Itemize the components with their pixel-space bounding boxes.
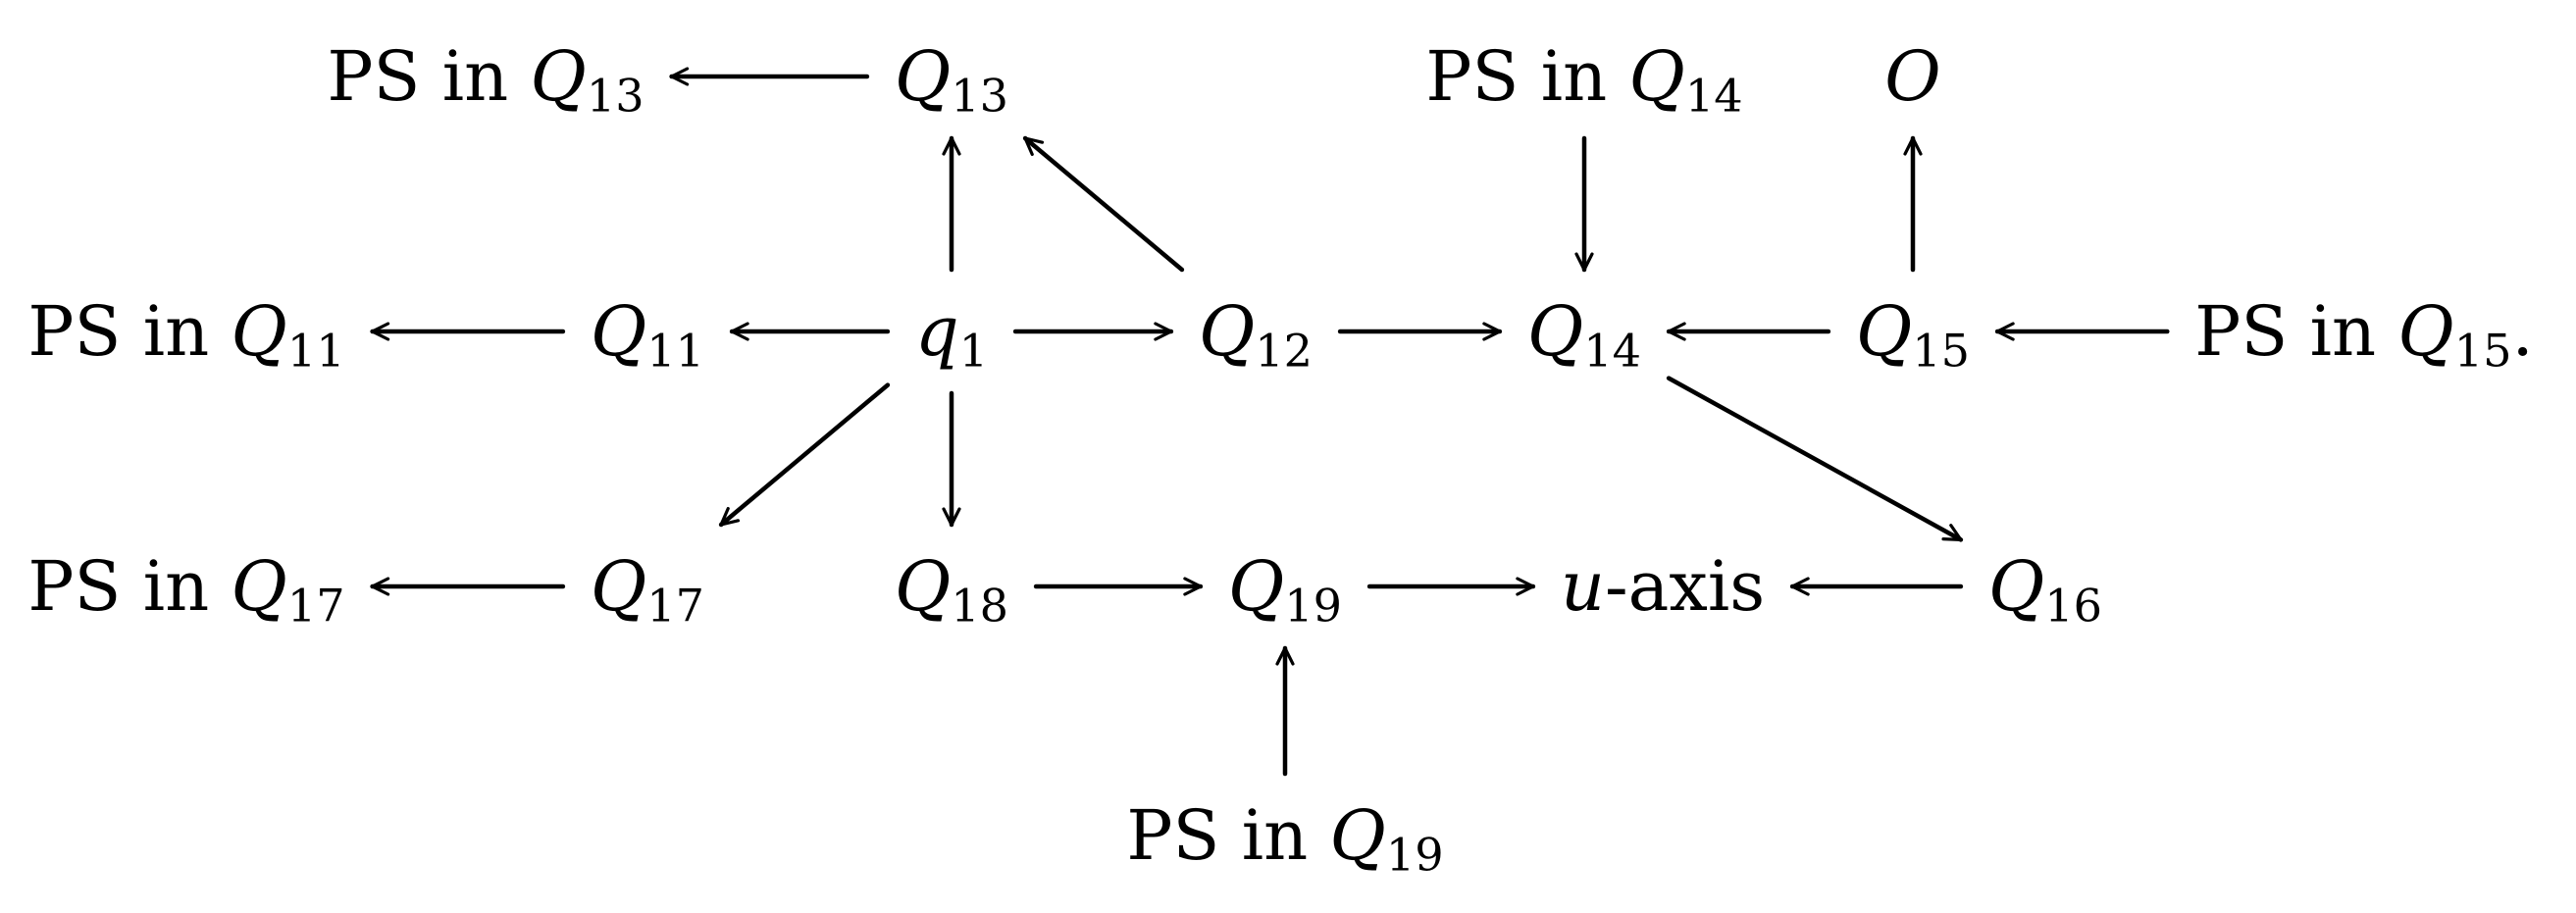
node-symbol: Q [1526, 291, 1584, 372]
node-ps-in-q15: PS in Q15. [2194, 297, 2533, 374]
node-symbol: u [1560, 546, 1605, 627]
node-q18: Q18 [895, 552, 1008, 629]
node-symbol: Q [894, 36, 952, 117]
arrow-q14-to-q16 [1666, 376, 1964, 542]
node-subscript: 13 [951, 69, 1009, 123]
node-subscript: 17 [646, 579, 705, 633]
node-q17: Q17 [591, 552, 704, 629]
node-q14: Q14 [1527, 297, 1641, 374]
node-symbol: Q [231, 546, 287, 627]
node-symbol: Q [1855, 291, 1913, 372]
node-origin: O [1884, 42, 1940, 111]
node-ps-in-q13: PS in Q13 [327, 42, 644, 119]
node-subscript: 11 [286, 324, 345, 378]
node-symbol: Q [530, 36, 587, 117]
node-symbol: Q [1227, 546, 1285, 627]
node-q13: Q13 [895, 42, 1008, 119]
node-prefix: PS in [327, 36, 531, 117]
node-subscript: 15 [2453, 324, 2512, 378]
node-ps-in-q19: PS in Q19 [1126, 801, 1443, 878]
node-q12: Q12 [1199, 297, 1313, 374]
node-symbol: Q [231, 291, 287, 372]
node-subscript: 14 [1583, 324, 1642, 378]
node-subscript: 15 [1912, 324, 1971, 378]
node-ps-in-q14: PS in Q14 [1425, 42, 1742, 119]
node-suffix: . [2511, 291, 2534, 372]
node-subscript: 12 [1255, 324, 1314, 378]
node-symbol: Q [1628, 36, 1685, 117]
node-subscript: 1 [958, 324, 989, 378]
node-symbol: Q [1329, 795, 1386, 876]
node-symbol: O [1884, 36, 1941, 117]
node-u-axis: u-axis [1561, 552, 1765, 621]
node-q16: Q16 [1988, 552, 2102, 629]
node-prefix: PS in [2194, 291, 2398, 372]
node-subscript: 16 [2044, 579, 2103, 633]
node-q11: Q11 [591, 297, 704, 374]
node-symbol: q [914, 291, 959, 372]
node-prefix: PS in [27, 546, 232, 627]
node-symbol: Q [590, 291, 647, 372]
node-symbol: Q [590, 546, 647, 627]
node-symbol: Q [1198, 291, 1256, 372]
node-q15: Q15 [1856, 297, 1970, 374]
node-symbol: Q [894, 546, 952, 627]
node-ps-in-q11: PS in Q11 [27, 297, 344, 374]
node-prefix: PS in [27, 291, 232, 372]
arrow-q1-to-q17 [718, 382, 891, 528]
node-symbol: Q [2397, 291, 2454, 372]
arrow-q12-to-q13 [1022, 135, 1185, 273]
node-subscript: 18 [951, 579, 1009, 633]
node-subscript: 11 [646, 324, 705, 378]
node-prefix: PS in [1425, 36, 1629, 117]
node-subscript: 14 [1684, 69, 1743, 123]
node-q1: q1 [915, 297, 988, 374]
node-subscript: 19 [1385, 828, 1444, 882]
node-symbol: Q [1987, 546, 2045, 627]
node-subscript: 17 [286, 579, 345, 633]
node-prefix: PS in [1126, 795, 1330, 876]
node-subscript: 19 [1284, 579, 1343, 633]
node-q19: Q19 [1228, 552, 1342, 629]
node-ps-in-q17: PS in Q17 [27, 552, 344, 629]
node-suffix: -axis [1604, 546, 1766, 627]
node-subscript: 13 [586, 69, 644, 123]
